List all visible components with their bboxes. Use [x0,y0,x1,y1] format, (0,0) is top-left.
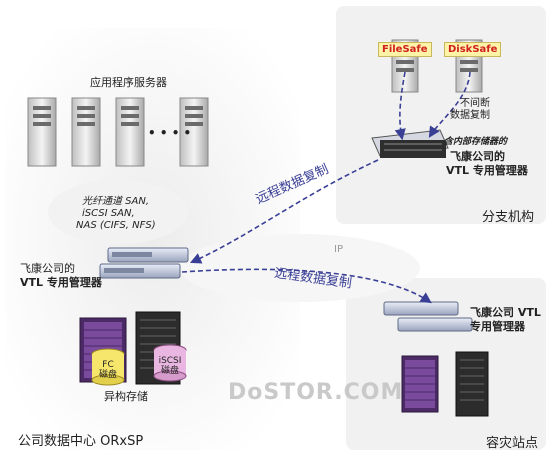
remote-replication-arrow-lower [181,268,432,304]
branch-vtl-label-2: VTL 专用管理器 [446,164,528,177]
hq-vtl-appliance [99,247,189,279]
app-server-3 [115,97,145,167]
iscsi-disk-label: iSCSI 磁盘 [156,356,184,376]
fc-disk-line-2: 磁盘 [98,370,117,380]
more-servers-dots: • • • • [148,126,192,140]
dr-black-rack [455,351,489,417]
dr-purple-rack [401,355,439,413]
app-servers-label: 应用程序服务器 [90,76,167,89]
continuous-replication-arrow-2 [428,71,471,138]
filesafe-badge: FileSafe [378,42,432,57]
iscsi-disk-line-1: iSCSI [158,356,182,366]
dr-vtl-label-2: 专用管理器 [470,320,525,333]
protocol-line-3: NAS (CIFS, NFS) [76,220,156,231]
hq-zone-title: 公司数据中心 ORxSP [18,434,144,449]
fc-disk-label: FC 磁盘 [96,360,120,380]
continuous-label-1: 不间断 [460,98,490,109]
branch-zone-title: 分支机构 [482,210,535,225]
branch-vtl-label-1: 飞康公司的 [450,150,505,163]
watermark: DoSTOR.COM [228,380,404,405]
hq-vtl-label-2: VTL 专用管理器 [20,276,102,289]
fc-disk-line-1: FC [102,360,114,370]
app-server-2 [71,97,101,167]
ip-label: IP [334,244,343,255]
ip-cloud [180,234,420,302]
dr-zone-title: 容灾站点 [486,436,539,451]
storage-label: 异构存储 [104,390,148,403]
continuous-label-2: 数据复制 [450,110,490,121]
disksafe-badge: DiskSafe [444,42,502,57]
dr-zone [346,278,546,450]
dr-vtl-label-1: 飞康公司 VTL [470,306,541,319]
continuous-replication-arrow-1 [394,71,406,141]
hq-vtl-label-1: 飞康公司的 [20,262,75,275]
branch-zone [336,6,546,224]
remote-replication-arrow-upper [189,159,379,264]
app-server-1 [27,97,57,167]
protocol-line-2: iSCSI SAN, [82,208,135,219]
iscsi-disk-cylinder [153,344,187,382]
protocol-line-1: 光纤通道 SAN, [82,196,150,207]
san-cloud [48,180,188,244]
branch-vtl-note: 含内部存储器的 [444,137,508,147]
dr-vtl-appliance [383,301,473,332]
app-server-4 [179,97,209,167]
fc-disk-cylinder [91,348,125,386]
iscsi-disk-line-2: 磁盘 [160,366,179,376]
